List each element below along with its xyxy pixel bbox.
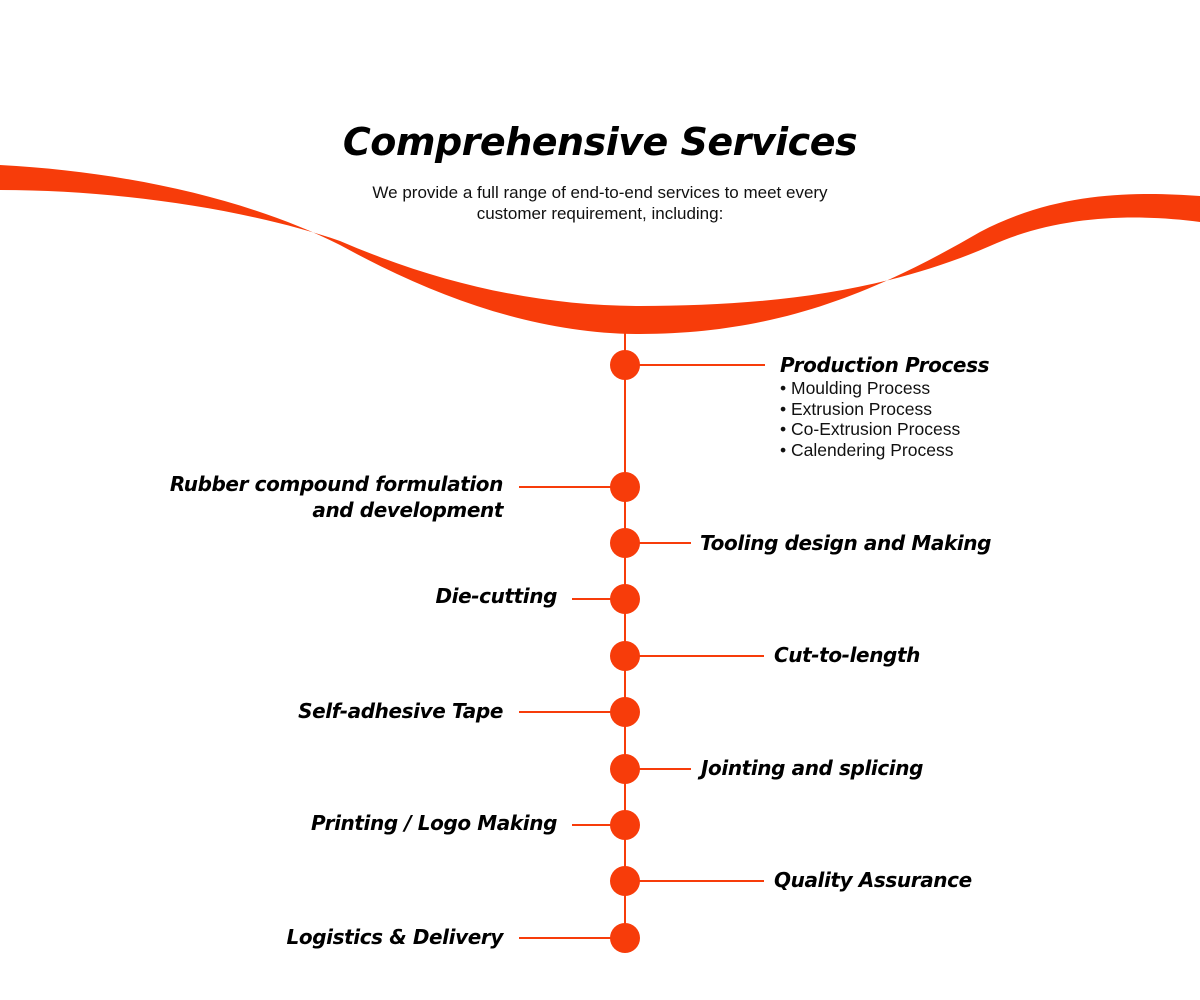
sublist-item: Calendering Process [780, 440, 960, 461]
service-label-jointing-splicing: Jointing and splicing [701, 756, 924, 780]
timeline-dot-cut-to-length [610, 641, 640, 671]
timeline-dot-die-cutting [610, 584, 640, 614]
timeline-node-die-cutting [572, 584, 640, 614]
timeline-node-self-adhesive-tape [519, 697, 640, 727]
service-label-printing-logo: Printing / Logo Making [310, 811, 557, 835]
timeline-dot-rubber-compound [610, 472, 640, 502]
service-label-die-cutting: Die-cutting [435, 584, 557, 608]
timeline-node-logistics-delivery [519, 923, 640, 953]
page-title: Comprehensive Services [342, 120, 858, 164]
service-label-line: Rubber compound formulation [169, 472, 504, 496]
timeline-node-quality-assurance [610, 866, 764, 896]
timeline-node-production-process [610, 350, 765, 380]
timeline-node-printing-logo [572, 810, 640, 840]
timeline-dot-self-adhesive-tape [610, 697, 640, 727]
timeline-dot-logistics-delivery [610, 923, 640, 953]
service-label-rubber-compound: Rubber compound formulation and developm… [169, 471, 504, 523]
service-label-production-process: Production Process [780, 353, 990, 377]
timeline-node-rubber-compound [519, 472, 640, 502]
sublist-item: Moulding Process [780, 378, 960, 399]
timeline-node-jointing-splicing [610, 754, 691, 784]
timeline-dot-quality-assurance [610, 866, 640, 896]
sublist-item: Extrusion Process [780, 399, 960, 420]
sublist-item: Co-Extrusion Process [780, 419, 960, 440]
timeline-dot-printing-logo [610, 810, 640, 840]
service-label-self-adhesive-tape: Self-adhesive Tape [298, 699, 503, 723]
service-label-quality-assurance: Quality Assurance [774, 868, 972, 892]
service-label-tooling-design: Tooling design and Making [700, 531, 992, 555]
timeline-dot-tooling-design [610, 528, 640, 558]
service-label-cut-to-length: Cut-to-length [774, 643, 920, 667]
timeline-dot-jointing-splicing [610, 754, 640, 784]
production-process-sublist: Moulding Process Extrusion Process Co-Ex… [780, 378, 960, 460]
service-label-logistics-delivery: Logistics & Delivery [286, 925, 504, 949]
timeline-dot-production-process [610, 350, 640, 380]
timeline-node-cut-to-length [610, 641, 764, 671]
service-label-line: and development [312, 498, 503, 522]
timeline-node-tooling-design [610, 528, 691, 558]
page-subtitle: We provide a full range of end-to-end se… [372, 183, 828, 223]
